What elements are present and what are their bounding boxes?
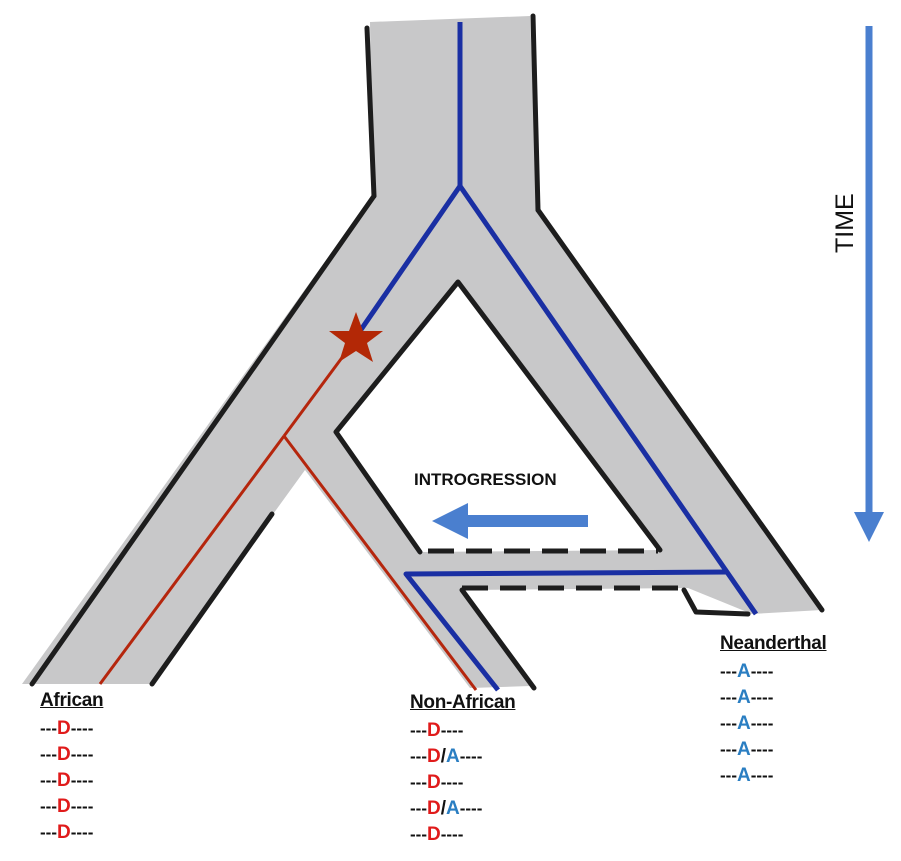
sequence-suffix: ---- bbox=[70, 771, 94, 790]
introgression-label: INTROGRESSION bbox=[414, 470, 557, 489]
sequence-prefix: --- bbox=[40, 797, 57, 816]
derived-allele: D bbox=[56, 770, 71, 791]
sequence-row: ---D---- bbox=[40, 742, 93, 768]
sequence-row: ---D/A---- bbox=[410, 744, 482, 770]
outline-neanderthal-inner bbox=[681, 587, 751, 617]
sequence-row: ---A---- bbox=[720, 763, 773, 789]
outline-inner-triangle bbox=[333, 279, 663, 555]
sequence-suffix: ---- bbox=[70, 823, 94, 842]
sequence-row: ---A---- bbox=[720, 737, 773, 763]
sequence-row: ---D---- bbox=[410, 718, 482, 744]
time-label: TIME bbox=[831, 193, 859, 253]
introgression-arrow bbox=[432, 503, 588, 539]
outline-ancestral-right bbox=[530, 13, 541, 213]
derived-allele: D bbox=[56, 744, 71, 765]
sequence-row: ---D---- bbox=[40, 716, 93, 742]
time-arrow bbox=[854, 26, 884, 542]
sequence-prefix: --- bbox=[410, 721, 427, 740]
sequence-prefix: --- bbox=[410, 747, 427, 766]
allele-separator: / bbox=[440, 746, 446, 767]
red-lineage-nonafrican bbox=[282, 435, 478, 691]
population-tube bbox=[22, 16, 822, 688]
outline-nonafrican-inner bbox=[459, 587, 537, 691]
derived-allele: D bbox=[426, 746, 441, 767]
sequence-prefix: --- bbox=[720, 688, 737, 707]
ancestral-allele: A bbox=[446, 798, 460, 819]
sequence-list-african: ---D-------D-------D-------D-------D---- bbox=[40, 716, 93, 846]
blue-lineage bbox=[355, 22, 759, 692]
ancestral-allele: A bbox=[736, 687, 751, 708]
sequence-suffix: ---- bbox=[750, 740, 774, 759]
sequence-prefix: --- bbox=[720, 662, 737, 681]
blue-lineage-to-star bbox=[355, 184, 463, 336]
sequence-row: ---A---- bbox=[720, 659, 773, 685]
blue-lineage-neanderthal bbox=[457, 184, 759, 616]
sequence-row: ---A---- bbox=[720, 685, 773, 711]
sequence-row: ---D---- bbox=[410, 822, 482, 848]
outline-african-inner bbox=[149, 511, 275, 687]
derived-allele: D bbox=[56, 796, 71, 817]
sequence-suffix: ---- bbox=[440, 825, 464, 844]
ancestral-allele: A bbox=[736, 713, 751, 734]
sequence-suffix: ---- bbox=[459, 747, 483, 766]
derived-allele: D bbox=[56, 718, 71, 739]
star-icon bbox=[329, 312, 383, 362]
sequence-suffix: ---- bbox=[440, 773, 464, 792]
sequence-list-non-african: ---D-------D/A-------D-------D/A-------D… bbox=[410, 718, 482, 848]
time-arrow-head bbox=[854, 512, 884, 542]
sequence-suffix: ---- bbox=[70, 719, 94, 738]
sequence-suffix: ---- bbox=[750, 688, 774, 707]
sequence-list-neanderthal: ---A-------A-------A-------A-------A---- bbox=[720, 659, 773, 789]
ancestral-allele: A bbox=[446, 746, 460, 767]
sequence-prefix: --- bbox=[40, 771, 57, 790]
sequence-row: ---D---- bbox=[40, 794, 93, 820]
ancestral-allele: A bbox=[736, 661, 751, 682]
sequence-prefix: --- bbox=[40, 719, 57, 738]
derived-allele: D bbox=[426, 798, 441, 819]
sequence-suffix: ---- bbox=[750, 662, 774, 681]
sequence-row: ---D---- bbox=[40, 820, 93, 846]
outline-ancestral-left bbox=[364, 25, 377, 199]
sequence-prefix: --- bbox=[720, 766, 737, 785]
population-title-african: African bbox=[40, 690, 104, 711]
population-title-non-african: Non-African bbox=[410, 692, 516, 713]
sequence-prefix: --- bbox=[720, 714, 737, 733]
sequence-prefix: --- bbox=[40, 745, 57, 764]
sequence-prefix: --- bbox=[410, 825, 427, 844]
sequence-suffix: ---- bbox=[750, 714, 774, 733]
sequence-row: ---D---- bbox=[410, 770, 482, 796]
sequence-suffix: ---- bbox=[70, 745, 94, 764]
introgression-arrow-head bbox=[432, 503, 468, 539]
derived-allele: D bbox=[426, 824, 441, 845]
sequence-row: ---D/A---- bbox=[410, 796, 482, 822]
red-lineage-african bbox=[98, 435, 286, 685]
sequence-suffix: ---- bbox=[70, 797, 94, 816]
blue-lineage-introgressed bbox=[403, 569, 729, 692]
sequence-prefix: --- bbox=[410, 773, 427, 792]
population-title-neanderthal: Neanderthal bbox=[720, 633, 827, 654]
derived-allele: D bbox=[56, 822, 71, 843]
allele-separator: / bbox=[440, 798, 446, 819]
sequence-prefix: --- bbox=[40, 823, 57, 842]
ancestral-allele: A bbox=[736, 739, 751, 760]
outline-neanderthal-outer bbox=[535, 207, 825, 613]
tube-outline bbox=[29, 13, 825, 691]
sequence-prefix: --- bbox=[720, 740, 737, 759]
sequence-suffix: ---- bbox=[440, 721, 464, 740]
ancestral-allele: A bbox=[736, 765, 751, 786]
sequence-row: ---A---- bbox=[720, 711, 773, 737]
sequence-suffix: ---- bbox=[750, 766, 774, 785]
derived-allele: D bbox=[426, 720, 441, 741]
derived-allele: D bbox=[426, 772, 441, 793]
outline-african-outer bbox=[29, 193, 377, 687]
sequence-prefix: --- bbox=[410, 799, 427, 818]
sequence-row: ---D---- bbox=[40, 768, 93, 794]
sequence-suffix: ---- bbox=[459, 799, 483, 818]
